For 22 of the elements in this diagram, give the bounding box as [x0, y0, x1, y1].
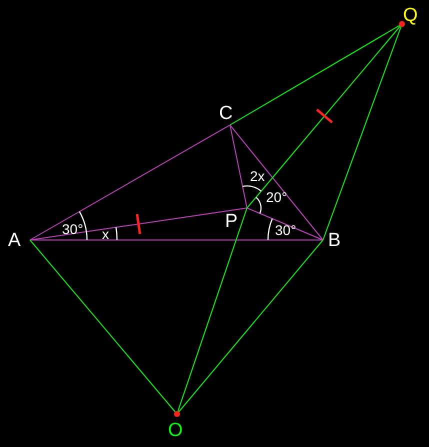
- point-label: C: [219, 104, 233, 124]
- line-segment: [322, 24, 402, 240]
- point-label: A: [8, 231, 21, 251]
- point-label: B: [328, 231, 341, 251]
- angle-label: 30°: [275, 223, 296, 238]
- angle-label: x: [102, 227, 109, 242]
- line-segment: [30, 124, 230, 240]
- angle-label: 30°: [62, 222, 84, 237]
- line-segment: [30, 208, 248, 240]
- angle-label: 20°: [266, 190, 288, 205]
- point-label: Q: [403, 6, 418, 26]
- line-segment: [230, 124, 248, 208]
- line-segment: [246, 24, 402, 208]
- line-segment: [176, 208, 248, 414]
- line-segment: [230, 24, 402, 126]
- line-segment: [230, 124, 324, 240]
- line-segment: [246, 208, 324, 240]
- line-segment: [30, 240, 178, 414]
- angle-label: 2x: [250, 169, 265, 184]
- line-segment: [176, 240, 324, 414]
- point-label: O: [168, 421, 183, 441]
- point-label: P: [225, 212, 238, 232]
